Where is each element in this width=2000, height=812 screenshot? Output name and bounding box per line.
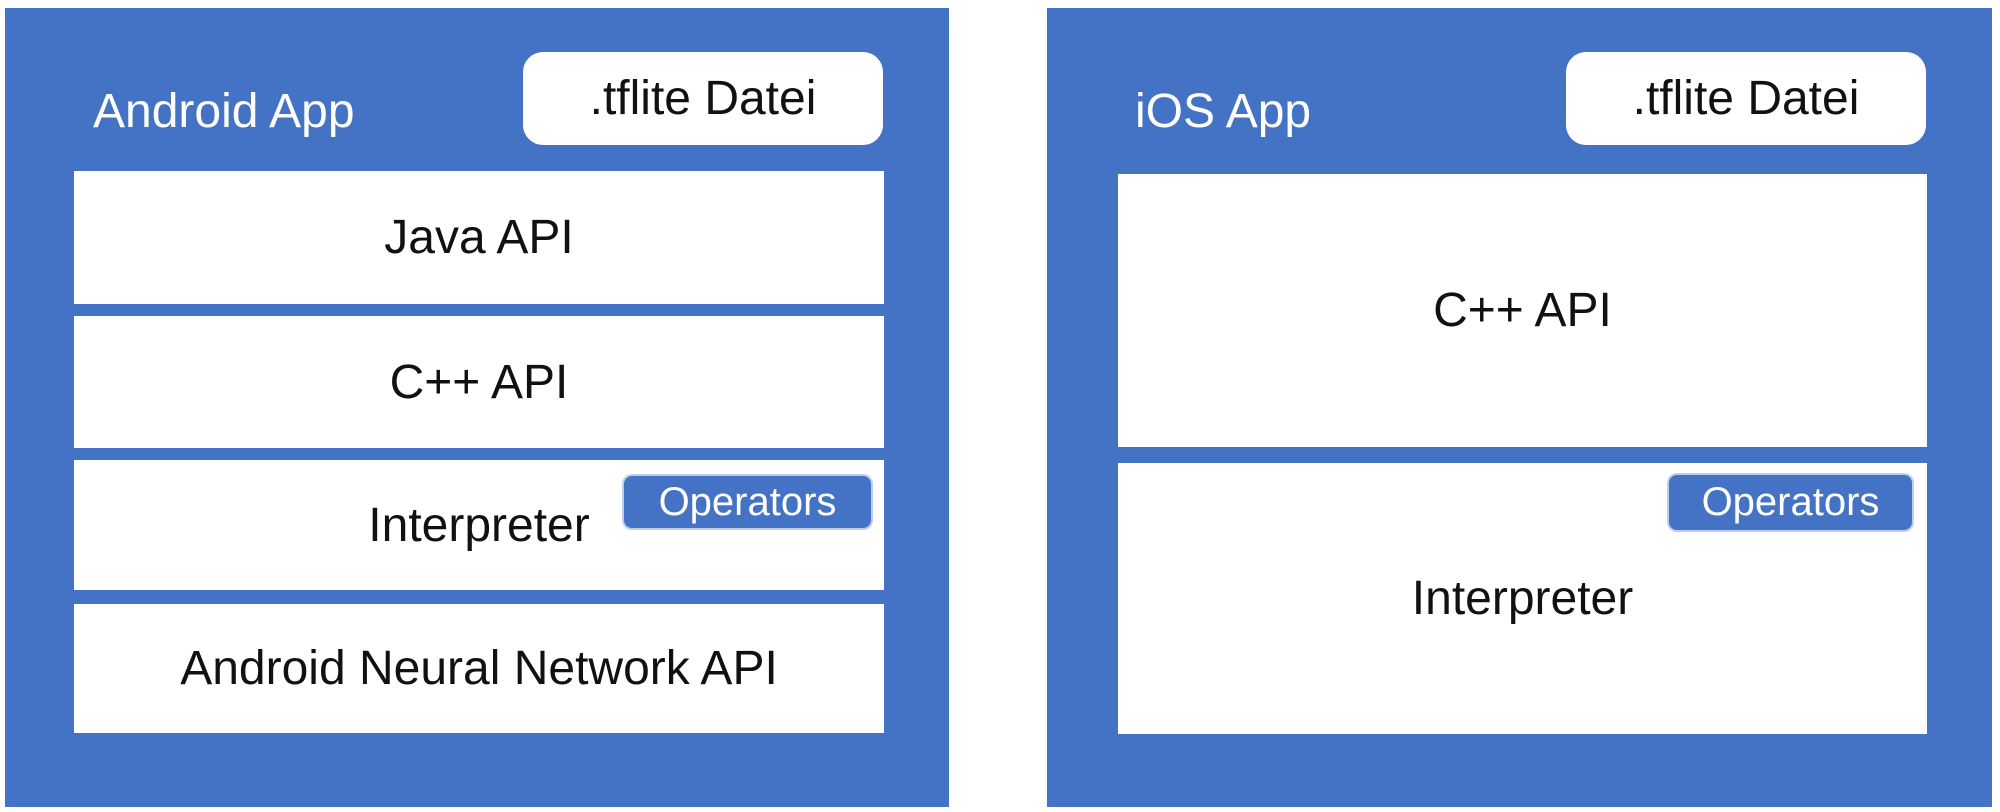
- operators-badge-ios: Operators: [1667, 473, 1914, 532]
- layer-cpp-api-ios: C++ API: [1118, 174, 1927, 447]
- android-app-title: Android App: [93, 85, 355, 138]
- panel-android-app: Android App .tflite Datei Java API C++ A…: [5, 8, 949, 807]
- tflite-file-box-ios: .tflite Datei: [1566, 52, 1926, 145]
- layer-interpreter-ios: Interpreter Operators: [1118, 463, 1927, 734]
- ios-app-title: iOS App: [1135, 85, 1312, 138]
- panel-ios-app: iOS App .tflite Datei C++ API Interprete…: [1047, 8, 1992, 807]
- operators-badge-android: Operators: [622, 474, 873, 530]
- interpreter-label-ios: Interpreter: [1411, 572, 1634, 625]
- layer-android-neural-network-api: Android Neural Network API: [74, 604, 884, 733]
- tflite-file-box-android: .tflite Datei: [523, 52, 883, 145]
- layer-java-api: Java API: [74, 171, 884, 304]
- layer-interpreter-android: Interpreter Operators: [74, 460, 884, 590]
- interpreter-label-android: Interpreter: [368, 498, 590, 552]
- layer-cpp-api-android: C++ API: [74, 316, 884, 448]
